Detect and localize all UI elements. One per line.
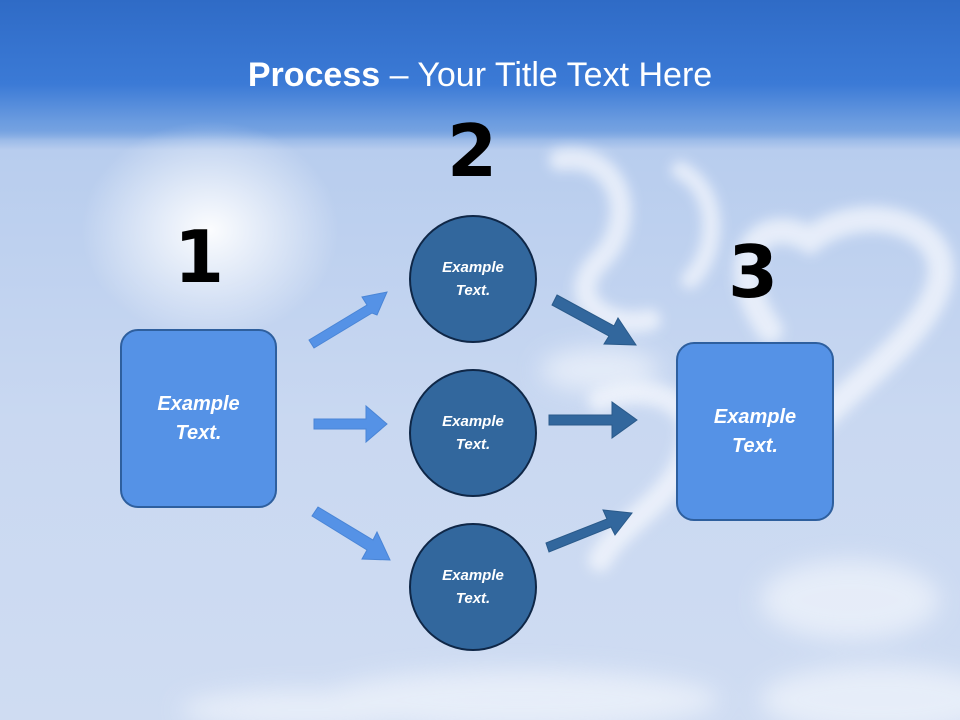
title-band xyxy=(0,0,960,140)
title-bold: Process xyxy=(247,56,381,94)
step-number-1: 1 xyxy=(173,215,225,299)
arrow-left-up xyxy=(308,291,388,349)
step-3-box: Example Text. xyxy=(676,342,834,521)
circle-top-text-line2: Text. xyxy=(455,282,491,299)
step-1-text-line2: Text. xyxy=(175,421,222,444)
circle-top-text-line1: Example xyxy=(442,259,504,276)
arrow-left-mid xyxy=(313,404,388,444)
step-1-box: Example Text. xyxy=(120,329,277,508)
step-number-2: 2 xyxy=(446,109,498,193)
slide-title: Process – Your Title Text Here xyxy=(0,54,960,96)
step-number-3: 3 xyxy=(727,230,779,314)
step-3-text-line1: Example xyxy=(713,405,797,428)
sun-glow xyxy=(80,120,340,340)
step-1-text-line1: Example xyxy=(157,392,240,415)
circle-middle-text-line1: Example xyxy=(442,413,504,430)
circle-top: Example Text. xyxy=(409,215,537,343)
arrow-right-mid xyxy=(548,401,638,439)
circle-middle: Example Text. xyxy=(409,369,537,497)
title-rest: – Your Title Text Here xyxy=(380,56,713,94)
circle-bottom-text-line2: Text. xyxy=(455,590,491,607)
arrow-right-up xyxy=(551,294,637,346)
arrow-right-down xyxy=(545,509,633,553)
circle-bottom: Example Text. xyxy=(409,523,537,651)
circle-bottom-text-line1: Example xyxy=(442,567,504,584)
circle-middle-text-line2: Text. xyxy=(455,436,491,453)
arrow-left-down xyxy=(311,506,391,561)
step-3-text-line2: Text. xyxy=(732,434,778,457)
